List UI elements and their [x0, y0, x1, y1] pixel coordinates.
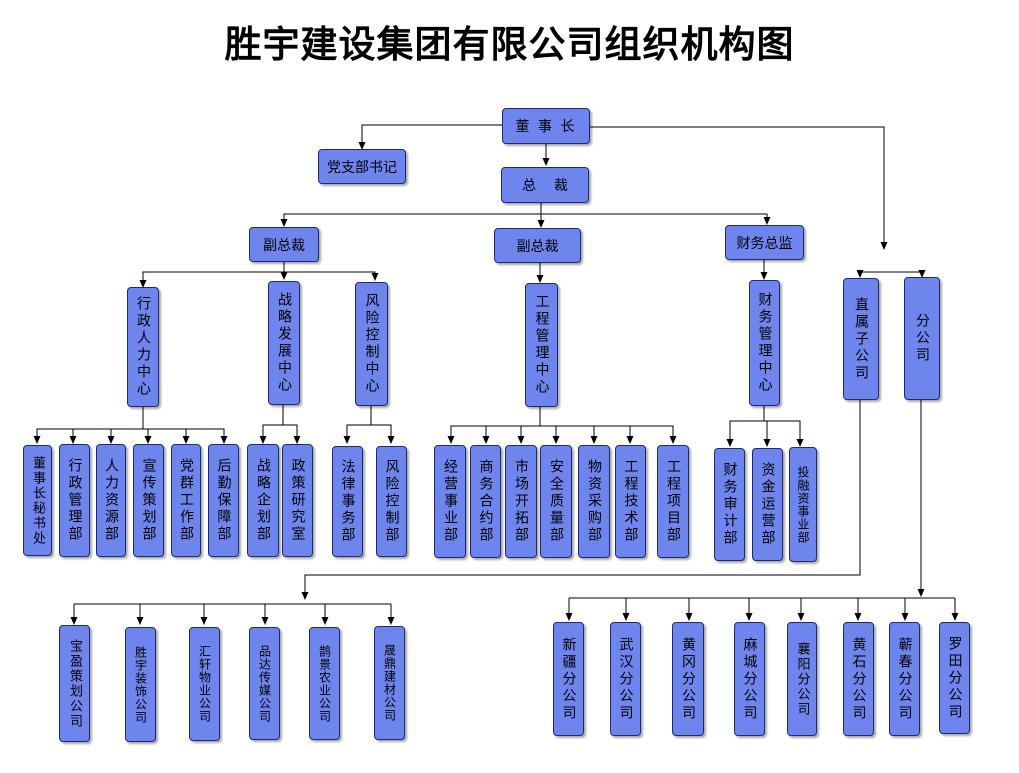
chart-title: 胜宇建设集团有限公司组织机构图 [224, 23, 795, 66]
cfo-node[interactable]: 财务总监 [725, 225, 804, 260]
capital-operation-dept-node[interactable]: 资金运营部 [752, 448, 783, 561]
branch-huanggang-node[interactable]: 黄冈分公司 [672, 622, 704, 736]
chairman-secretary-office-node[interactable]: 董事长秘书处 [23, 445, 52, 556]
subsidiaries-node[interactable]: 直属子公司 [843, 278, 879, 400]
safety-quality-dept-node[interactable]: 安全质量部 [540, 445, 572, 558]
branch-wuhan-node[interactable]: 武汉分公司 [610, 622, 641, 736]
branch-macheng-node[interactable]: 麻城分公司 [734, 622, 765, 736]
subsidiary-baoying-node[interactable]: 宝盈策划公司 [59, 625, 90, 742]
strategy-center-node[interactable]: 战略发展中心 [268, 281, 300, 405]
procurement-dept-node[interactable]: 物资采购部 [578, 445, 610, 558]
policy-research-office-node[interactable]: 政策研究室 [282, 444, 313, 557]
subsidiary-quejing-node[interactable]: 鹊景农业公司 [309, 627, 340, 740]
contract-dept-node[interactable]: 商务合约部 [470, 445, 501, 558]
hr-dept-node[interactable]: 人力资源部 [96, 444, 126, 557]
logistics-dept-node[interactable]: 后勤保障部 [208, 444, 239, 557]
engineering-tech-dept-node[interactable]: 工程技术部 [615, 445, 646, 558]
president-node[interactable]: 总 裁 [501, 167, 589, 203]
market-dept-node[interactable]: 市场开拓部 [505, 445, 537, 558]
strategic-planning-dept-node[interactable]: 战略企划部 [247, 444, 279, 557]
publicity-dept-node[interactable]: 宣传策划部 [133, 444, 164, 557]
party-affairs-dept-node[interactable]: 党群工作部 [171, 444, 201, 557]
risk-control-dept-node[interactable]: 风险控制部 [376, 446, 407, 557]
vice-president-left-node[interactable]: 副总裁 [249, 227, 319, 262]
project-dept-node[interactable]: 工程项目部 [657, 445, 689, 558]
branch-qichun-node[interactable]: 蕲春分公司 [889, 622, 920, 736]
investment-dept-node[interactable]: 投融资事业部 [789, 447, 817, 562]
branch-luotian-node[interactable]: 罗田分公司 [939, 622, 970, 734]
finance-center-node[interactable]: 财务管理中心 [749, 280, 780, 406]
branches-node[interactable]: 分公司 [904, 277, 940, 400]
legal-affairs-dept-node[interactable]: 法律事务部 [332, 446, 363, 557]
admin-management-dept-node[interactable]: 行政管理部 [59, 444, 90, 557]
party-secretary-node[interactable]: 党支部书记 [318, 149, 406, 184]
business-dept-node[interactable]: 经营事业部 [434, 445, 466, 558]
vice-president-mid-node[interactable]: 副总裁 [494, 228, 581, 263]
risk-control-center-node[interactable]: 风险控制中心 [355, 282, 388, 406]
subsidiary-jingding-node[interactable]: 晟鼎建材公司 [374, 626, 405, 740]
admin-hr-center-node[interactable]: 行政人力中心 [127, 287, 159, 407]
branch-huangshi-node[interactable]: 黄石分公司 [843, 622, 874, 736]
engineering-center-node[interactable]: 工程管理中心 [525, 283, 558, 407]
audit-dept-node[interactable]: 财务审计部 [714, 448, 745, 561]
subsidiary-shengyu-node[interactable]: 胜宇装饰公司 [125, 627, 156, 742]
subsidiary-huixuan-node[interactable]: 汇轩物业公司 [189, 627, 220, 741]
branch-xinjiang-node[interactable]: 新疆分公司 [553, 622, 584, 736]
subsidiary-pinda-node[interactable]: 品达传媒公司 [249, 627, 280, 740]
branch-xiangyang-node[interactable]: 襄阳分公司 [787, 622, 817, 736]
chairman-node[interactable]: 董 事 长 [502, 108, 590, 144]
